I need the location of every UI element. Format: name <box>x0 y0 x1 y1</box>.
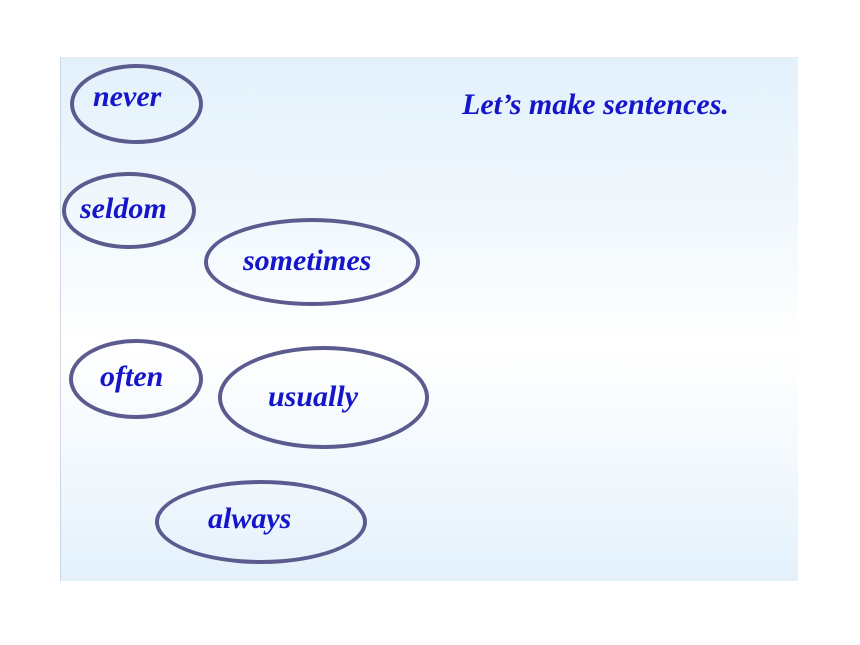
word-always: always <box>208 502 292 535</box>
word-oval-always[interactable] <box>155 480 367 564</box>
slide-heading: Let’s make sentences. <box>462 88 729 121</box>
word-oval-usually[interactable] <box>218 346 429 449</box>
word-oval-often[interactable] <box>69 339 203 419</box>
word-usually: usually <box>268 380 359 413</box>
word-often: often <box>100 360 164 393</box>
word-oval-seldom[interactable] <box>62 172 196 249</box>
word-oval-sometimes[interactable] <box>204 218 420 306</box>
word-never: never <box>93 80 162 113</box>
word-seldom: seldom <box>80 192 167 225</box>
word-sometimes: sometimes <box>243 244 372 277</box>
word-oval-never[interactable] <box>70 64 203 144</box>
